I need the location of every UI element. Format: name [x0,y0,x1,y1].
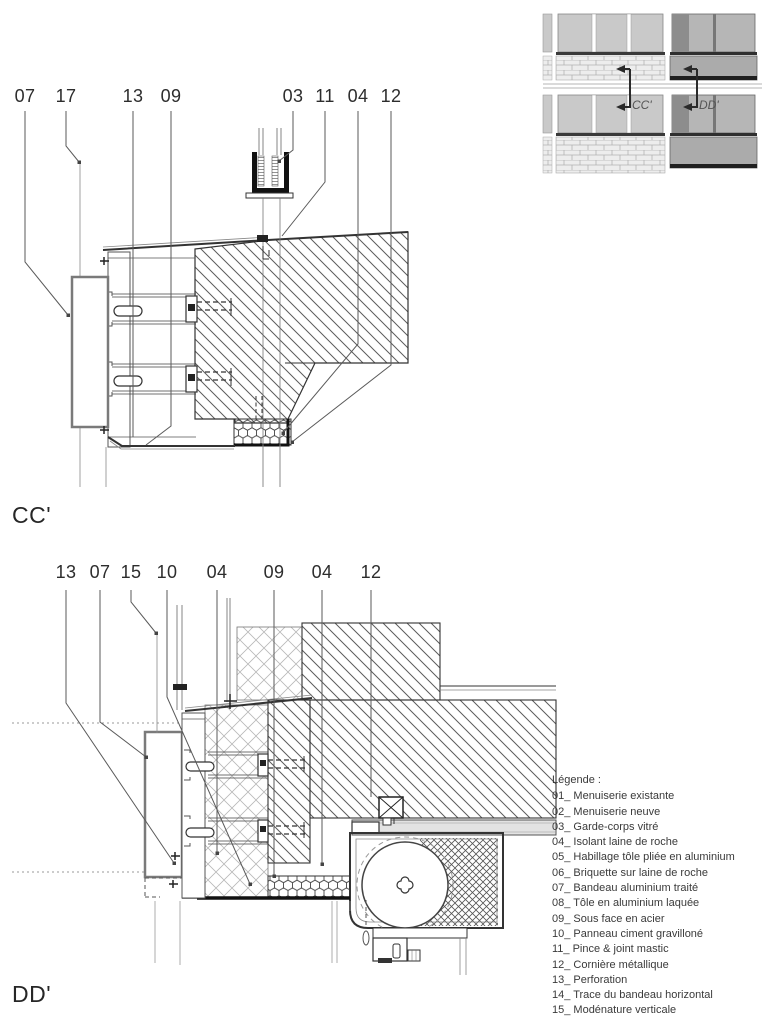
callout-number: 12 [380,86,402,106]
legend: Légende : 01_ Menuiserie existante 02_ M… [552,773,768,1019]
slab-lines [543,83,762,89]
dd-leader-lines [65,590,372,885]
callout-number: 07 [89,562,111,582]
callout-number: 17 [55,86,77,106]
folded-sheet-panel [181,712,206,899]
legend-item: 13_ Perforation [552,973,628,986]
callout-number: 13 [122,86,144,106]
legend-title: Légende : [552,774,601,786]
fixing-rail-upper [107,291,232,327]
fixing-rail-upper [184,749,305,781]
trailing-lines [105,445,281,487]
facade-existing-bay [555,13,666,174]
briquette-hex-strip [182,875,351,900]
cc-leader-lines [24,111,392,446]
fixing-rail-lower [184,815,305,847]
legend-list: 01_ Menuiserie existante 02_ Menuiserie … [552,789,768,1018]
legend-item: 02_ Menuiserie neuve [552,805,661,818]
dd-leader-dots [144,631,324,886]
top-flashing [184,694,313,712]
legend-item: 04_ Isolant laine de roche [552,836,678,849]
facade-left-sliver [542,13,553,174]
facade-renovated-bay [669,13,758,169]
plate-bottom-dashed-trace [144,877,182,898]
aluminium-band-plate [143,730,184,879]
concrete-slab-hatched [194,231,409,424]
legend-item: 01_ Menuiserie existante [552,790,675,803]
legend-item: 07_ Bandeau aluminium traité [552,882,699,895]
legend-item: 06_ Briquette sur laine de roche [552,866,708,879]
cc-section-title: CC' [12,502,52,528]
cc-detail-drawing [24,111,409,487]
callout-number: 04 [347,86,369,106]
cement-panel-upper [236,626,303,701]
steel-soffit [107,436,235,450]
legend-item: 03_ Garde-corps vitré [552,820,659,833]
legend-item: 05_ Habillage tôle pliée en aluminium [552,851,735,864]
fixing-rail-lower [107,361,232,397]
callout-number: 09 [263,562,285,582]
dd-arrow-label: DD' [699,98,719,112]
glass-balustrade-clamp [245,128,294,199]
cc-leader-dots [66,159,294,444]
bolt-symbol [100,257,109,434]
legend-item: 11_ Pince & joint mastic [552,943,669,956]
legend-item: 15_ Modénature verticale [552,1004,677,1017]
mastic-joint [257,235,270,260]
callout-number: 12 [360,562,382,582]
cement-panel-lower [204,704,269,899]
legend-item: 10_ Panneau ciment gravilloné [552,927,704,940]
dd-detail-drawing [12,590,557,975]
callout-number: 04 [206,562,228,582]
legend-item: 08_ Tôle en aluminium laquée [552,897,700,910]
legend-item: 12_ Cornière métallique [552,958,669,971]
callout-number: 15 [120,562,142,582]
roller-shutter-box [349,832,504,975]
dd-section-title: DD' [12,981,52,1007]
legend-item: 14_ Trace du bandeau horizontal [552,989,713,1002]
callout-number: 04 [311,562,333,582]
callout-number: 07 [14,86,36,106]
folded-sheet-panel [107,251,196,448]
cc-section-arrow: CC' [616,65,652,112]
callout-number: 13 [55,562,77,582]
existing-joinery-trace [173,598,231,710]
roller-axle [396,876,414,894]
callout-number: 11 [315,86,335,106]
dd-section-arrow: DD' [683,65,719,112]
callout-number: 09 [160,86,182,106]
aluminium-band-plate [70,275,110,429]
facade-key-inset: CC' DD' [542,13,762,174]
bolt-symbol [169,852,180,888]
callout-number: 10 [156,562,178,582]
legend-item: 09_ Sous face en acier [552,912,665,925]
cc-arrow-label: CC' [632,98,652,112]
concrete-hatched [267,622,557,864]
metal-angle-fixing [351,796,404,834]
callout-number: 03 [282,86,304,106]
trailing-lines [154,901,351,965]
